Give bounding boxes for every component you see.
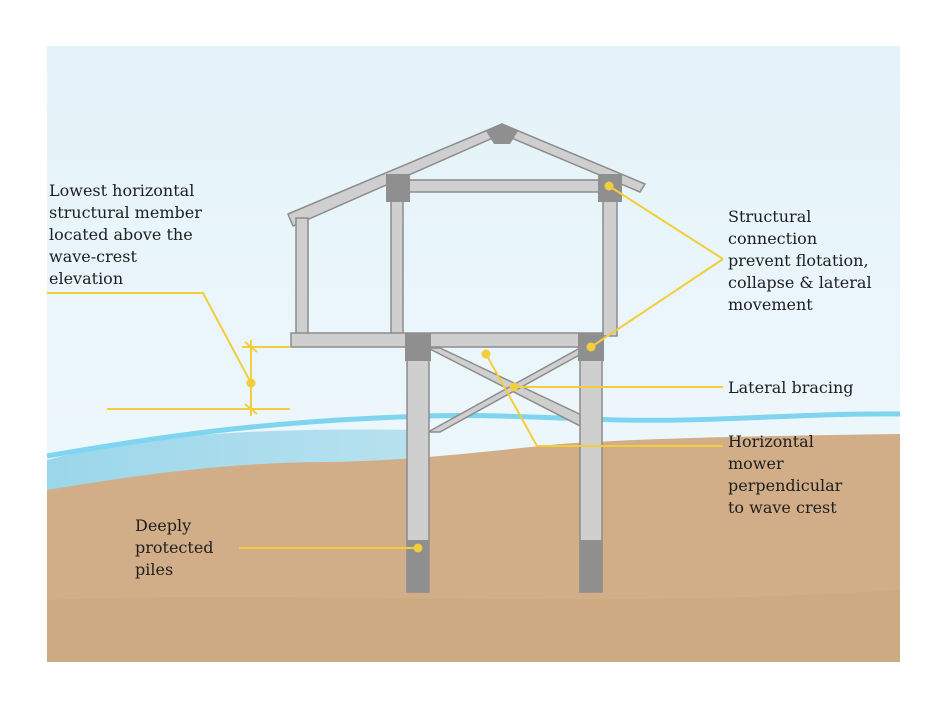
right-pile-footing <box>580 540 602 592</box>
interior-post <box>390 185 404 335</box>
label-deep-piles: Deeply protected piles <box>135 516 214 579</box>
roof-connection-left <box>386 174 410 202</box>
floor-beam <box>290 332 604 348</box>
callout-dots <box>413 181 614 553</box>
pile-connection-left <box>405 333 431 361</box>
ground-shade <box>47 590 900 662</box>
left-outer-wall <box>295 217 309 335</box>
roof <box>287 123 647 227</box>
leader-connection-top <box>608 185 724 260</box>
leader-lowest-member <box>47 292 252 384</box>
label-lateral-bracing: Lateral bracing <box>728 378 854 397</box>
label-structural-connection: Structural connection prevent flotation,… <box>728 207 872 314</box>
leader-connection-bottom <box>590 258 724 348</box>
callout-leaders <box>47 185 724 549</box>
left-pile-footing <box>407 540 429 592</box>
label-lowest-member: Lowest horizontal structural member loca… <box>49 181 202 288</box>
leader-horizontal-mower <box>485 353 723 447</box>
right-wall <box>602 185 618 337</box>
label-horizontal-mower: Horizontal mower perpendicular to wave c… <box>728 432 843 517</box>
wave-crest-line <box>46 411 901 459</box>
attic-tie-beam <box>397 179 611 193</box>
